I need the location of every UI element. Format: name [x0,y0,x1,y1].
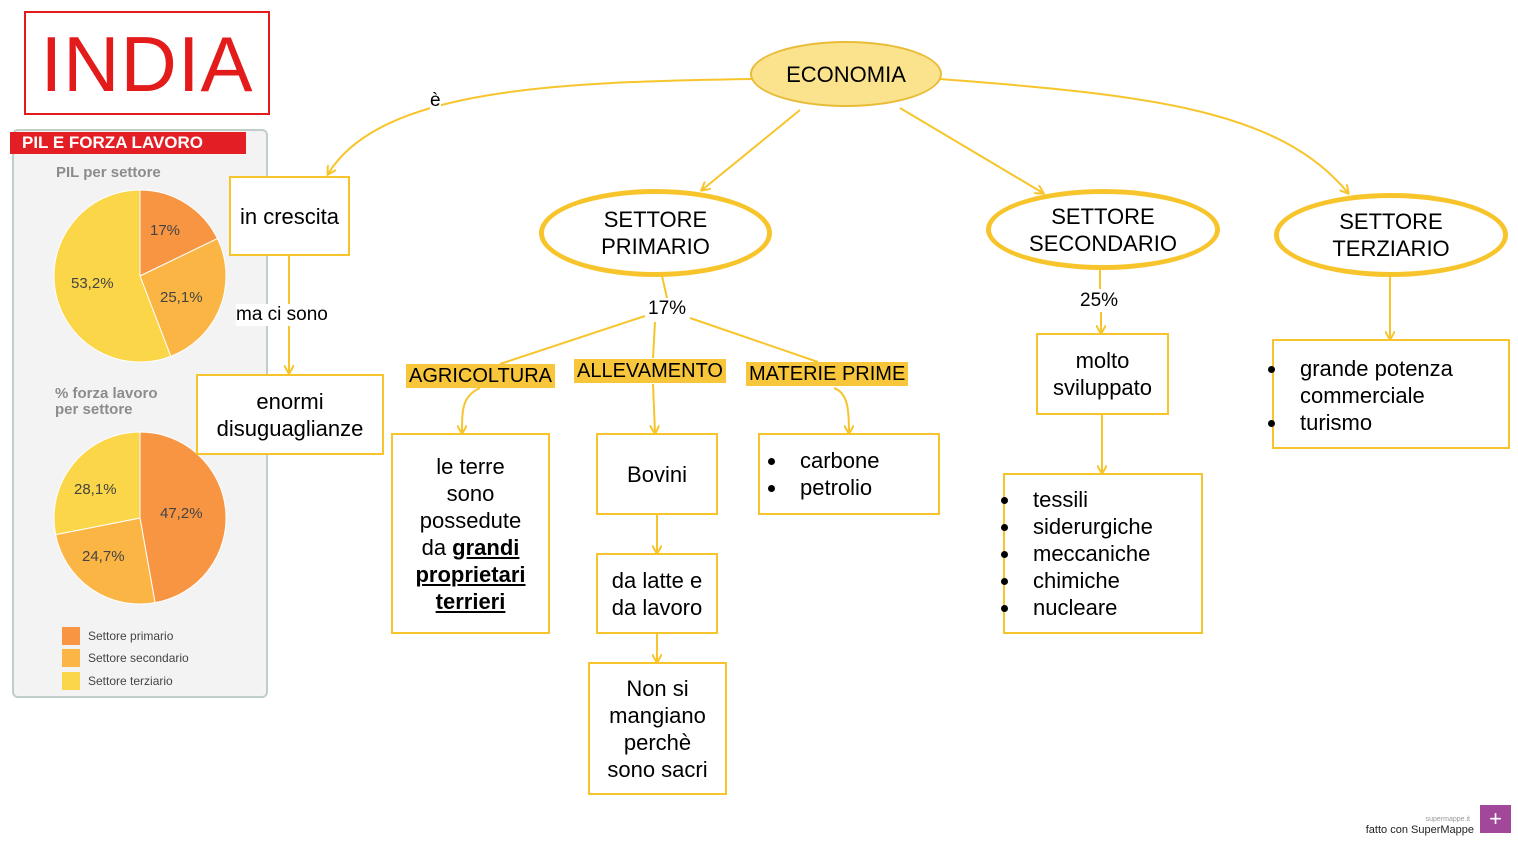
tag-materie-prime[interactable]: MATERIE PRIME [746,362,909,386]
link-economia-crescita [328,78,753,174]
link-label-pct-secondario: 25% [1080,290,1119,312]
link-pct-allevamento [652,321,656,359]
node-economia[interactable]: ECONOMIA [750,41,942,107]
legend-swatch [62,627,80,645]
pil-chart-title: PIL per settore [56,164,161,181]
node-industrie[interactable]: tessili siderurgiche meccaniche chimiche… [1003,473,1203,634]
pil-pie-chart [53,189,227,363]
node-enormi-disuguaglianze[interactable]: enormi disuguaglianze [196,374,384,455]
link-label-pct-primario: 17% [648,298,687,320]
link-label-ma-ci-sono: ma ci sono [236,304,328,326]
tag-allevamento[interactable]: ALLEVAMENTO [574,359,726,383]
link-pct-agricoltura [499,315,646,365]
list-item: nucleare [1021,594,1153,621]
link-primario-pct [661,275,668,299]
page-title-box: INDIA [24,11,270,115]
list-item: turismo [1288,409,1508,436]
node-terziario-items[interactable]: grande potenza commerciale turismo [1272,339,1510,449]
pil-label-secondario: 25,1% [160,289,203,306]
legend-swatch [62,649,80,667]
forza-label-secondario: 24,7% [82,548,125,565]
node-settore-terziario[interactable]: SETTORE TERZIARIO [1274,193,1508,277]
forza-label-terziario: 28,1% [74,481,117,498]
footer-credit: fatto con SuperMappe [1365,824,1474,836]
legend-swatch [62,672,80,690]
node-terre[interactable]: le terre sono possedute da grandi propri… [391,433,550,634]
link-pct-materie [689,317,819,363]
forza-slice-secondario [55,517,156,605]
link-economia-primario [702,109,801,190]
list-item: grande potenza commerciale [1288,355,1508,409]
pil-slice-primario [139,189,219,277]
list-item: petrolio [788,474,880,501]
supermappe-logo-icon: + [1480,805,1511,833]
infographic-header: PIL E FORZA LAVORO [10,132,246,154]
page-title: INDIA [40,20,254,108]
list-item: meccaniche [1021,540,1153,567]
footer-site: supermappe.it [1425,816,1470,823]
link-label-e: è [430,90,441,112]
link-economia-terziario [939,78,1348,193]
node-molto-sviluppato[interactable]: molto sviluppato [1036,333,1169,415]
tag-agricoltura[interactable]: AGRICOLTURA [406,364,555,388]
forza-pie-chart [53,431,227,605]
node-materie-items[interactable]: carbone petrolio [758,433,940,515]
node-da-latte[interactable]: da latte e da lavoro [596,553,718,634]
node-in-crescita[interactable]: in crescita [229,176,350,256]
node-settore-secondario[interactable]: SETTORE SECONDARIO [986,189,1220,270]
link-materie-items [833,387,849,433]
list-item: tessili [1021,486,1153,513]
pil-slice-secondario [139,237,227,357]
node-bovini[interactable]: Bovini [596,433,718,515]
node-non-si-mangiano[interactable]: Non si mangiano perchè sono sacri [588,662,727,795]
node-settore-primario[interactable]: SETTORE PRIMARIO [539,189,772,277]
forza-label-primario: 47,2% [160,505,203,522]
list-item: chimiche [1021,567,1153,594]
pil-label-terziario: 53,2% [71,275,114,292]
pil-label-primario: 17% [150,222,181,239]
list-item: siderurgiche [1021,513,1153,540]
link-agricoltura-terre [462,387,481,433]
forza-slice-primario [139,431,227,604]
link-allevamento-bovini [653,383,655,433]
link-economia-secondario [899,107,1043,193]
list-item: carbone [788,447,880,474]
forza-slice-terziario [53,431,141,536]
pil-slice-terziario [53,189,172,363]
forza-chart-title: % forza lavoro per settore [55,385,158,418]
